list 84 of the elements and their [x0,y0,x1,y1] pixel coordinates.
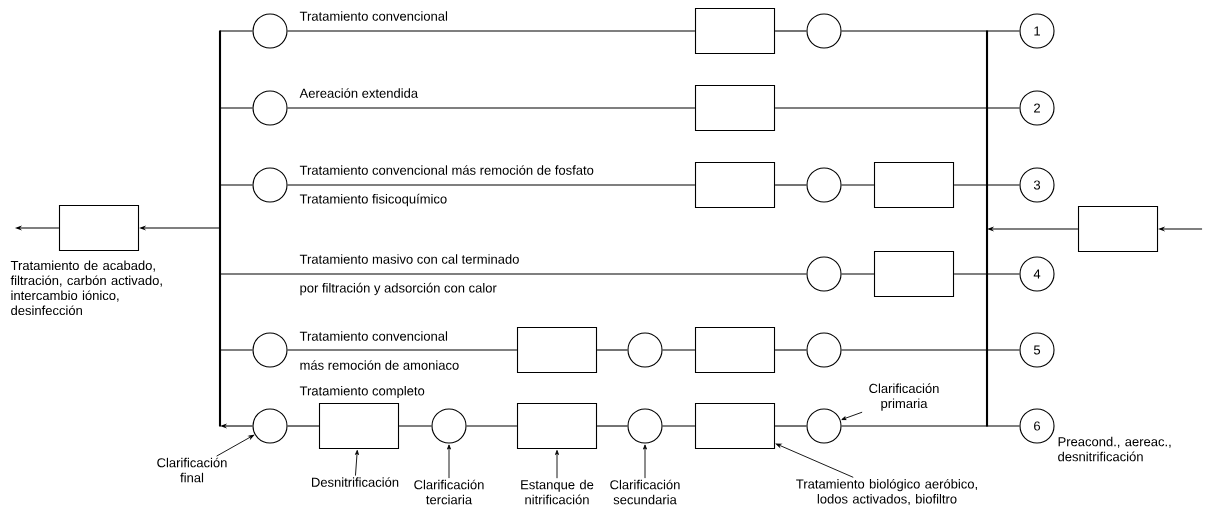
process-label: Tratamiento convencional [299,331,448,341]
tank-circle [806,167,842,203]
process-box [516,326,598,374]
flow-line [986,273,1020,275]
flow-line [662,349,696,351]
process-box [694,402,776,450]
process-label: Aereación extendida [299,88,419,98]
process-box [873,161,955,209]
tank-circle [252,90,288,126]
flow-line [219,184,253,186]
unit-label: Tratamiento biológico aeróbico, lodos activados, biofiltro [796,478,977,506]
process-box [58,204,140,252]
process-box [694,161,776,209]
process-box [694,84,776,132]
tank-circle [252,408,288,444]
leader-line [447,444,451,479]
process-box [873,250,955,298]
flow-line [841,184,875,186]
leader-line [216,434,254,457]
unit-label: Estanque de nitrificación [521,479,594,505]
flow-line [466,425,518,427]
leader-line [841,411,863,420]
flow-line [986,30,1020,32]
caption-text: Tratamiento de acabado, filtración, carbón activado, intercambio iónico, desinfección [10,260,162,316]
tank-circle [627,332,663,368]
process-label: Tratamiento fisicoquímico [299,193,447,207]
process-label: más remoción de amoniaco [300,360,459,370]
flow-line [986,107,1020,109]
process-box [516,402,598,450]
process-box [694,7,776,55]
flow-line [986,425,1020,427]
flow-line [287,425,320,427]
flow-line [841,30,988,32]
flow-line [287,30,696,32]
flow-line [841,349,988,351]
tank-circle [627,408,663,444]
unit-label: Desnitrificación [312,477,399,487]
flow-line [596,349,628,351]
flow-line [219,30,253,32]
flow-line [662,425,696,427]
leader-line [775,443,854,478]
flow-line [596,425,628,427]
flow-line [774,184,807,186]
process-label: Preacond., aereac., desnitrificación [1058,436,1171,462]
process-label: Tratamiento masivo con cal terminado [299,254,519,264]
tank-circle [806,13,842,49]
flow-line [219,273,807,275]
flow-line [986,184,1020,186]
flow-line [774,425,807,427]
flow-line [398,425,432,427]
leader-line [643,444,647,479]
tank-circle [252,167,288,203]
tank-circle [806,332,842,368]
flow-line [774,30,807,32]
tank-circle [431,408,467,444]
flow-line [953,184,988,186]
tank-circle [252,13,288,49]
process-label: Tratamiento convencional más remoción de fosfato [299,165,594,175]
flow-line [219,349,253,351]
unit-label: Clarificación secundaria [610,479,680,505]
unit-label: Clarificación final [157,457,227,483]
process-label: Tratamiento convencional [299,11,448,21]
process-box [694,326,776,374]
tank-circle [806,256,842,292]
tank-circle [252,332,288,368]
process-label: Tratamiento completo [299,385,425,399]
flow-line [774,107,988,109]
flow-line [219,107,253,109]
leader-line [355,449,359,477]
process-label: por filtración y adsorción con calor [300,282,497,296]
tank-circle [806,408,842,444]
flow-line [841,273,875,275]
process-box [1077,205,1159,253]
unit-label: Clarificación primaria [869,383,939,411]
process-box [318,402,400,450]
flow-line [774,349,807,351]
unit-label: Clarificación terciaria [414,479,484,505]
flow-line [287,184,696,186]
flow-line [287,107,696,109]
flow-line [953,273,988,275]
flow-line [841,425,988,427]
flow-line [986,349,1020,351]
leader-line [555,449,559,479]
flow-line [287,349,518,351]
